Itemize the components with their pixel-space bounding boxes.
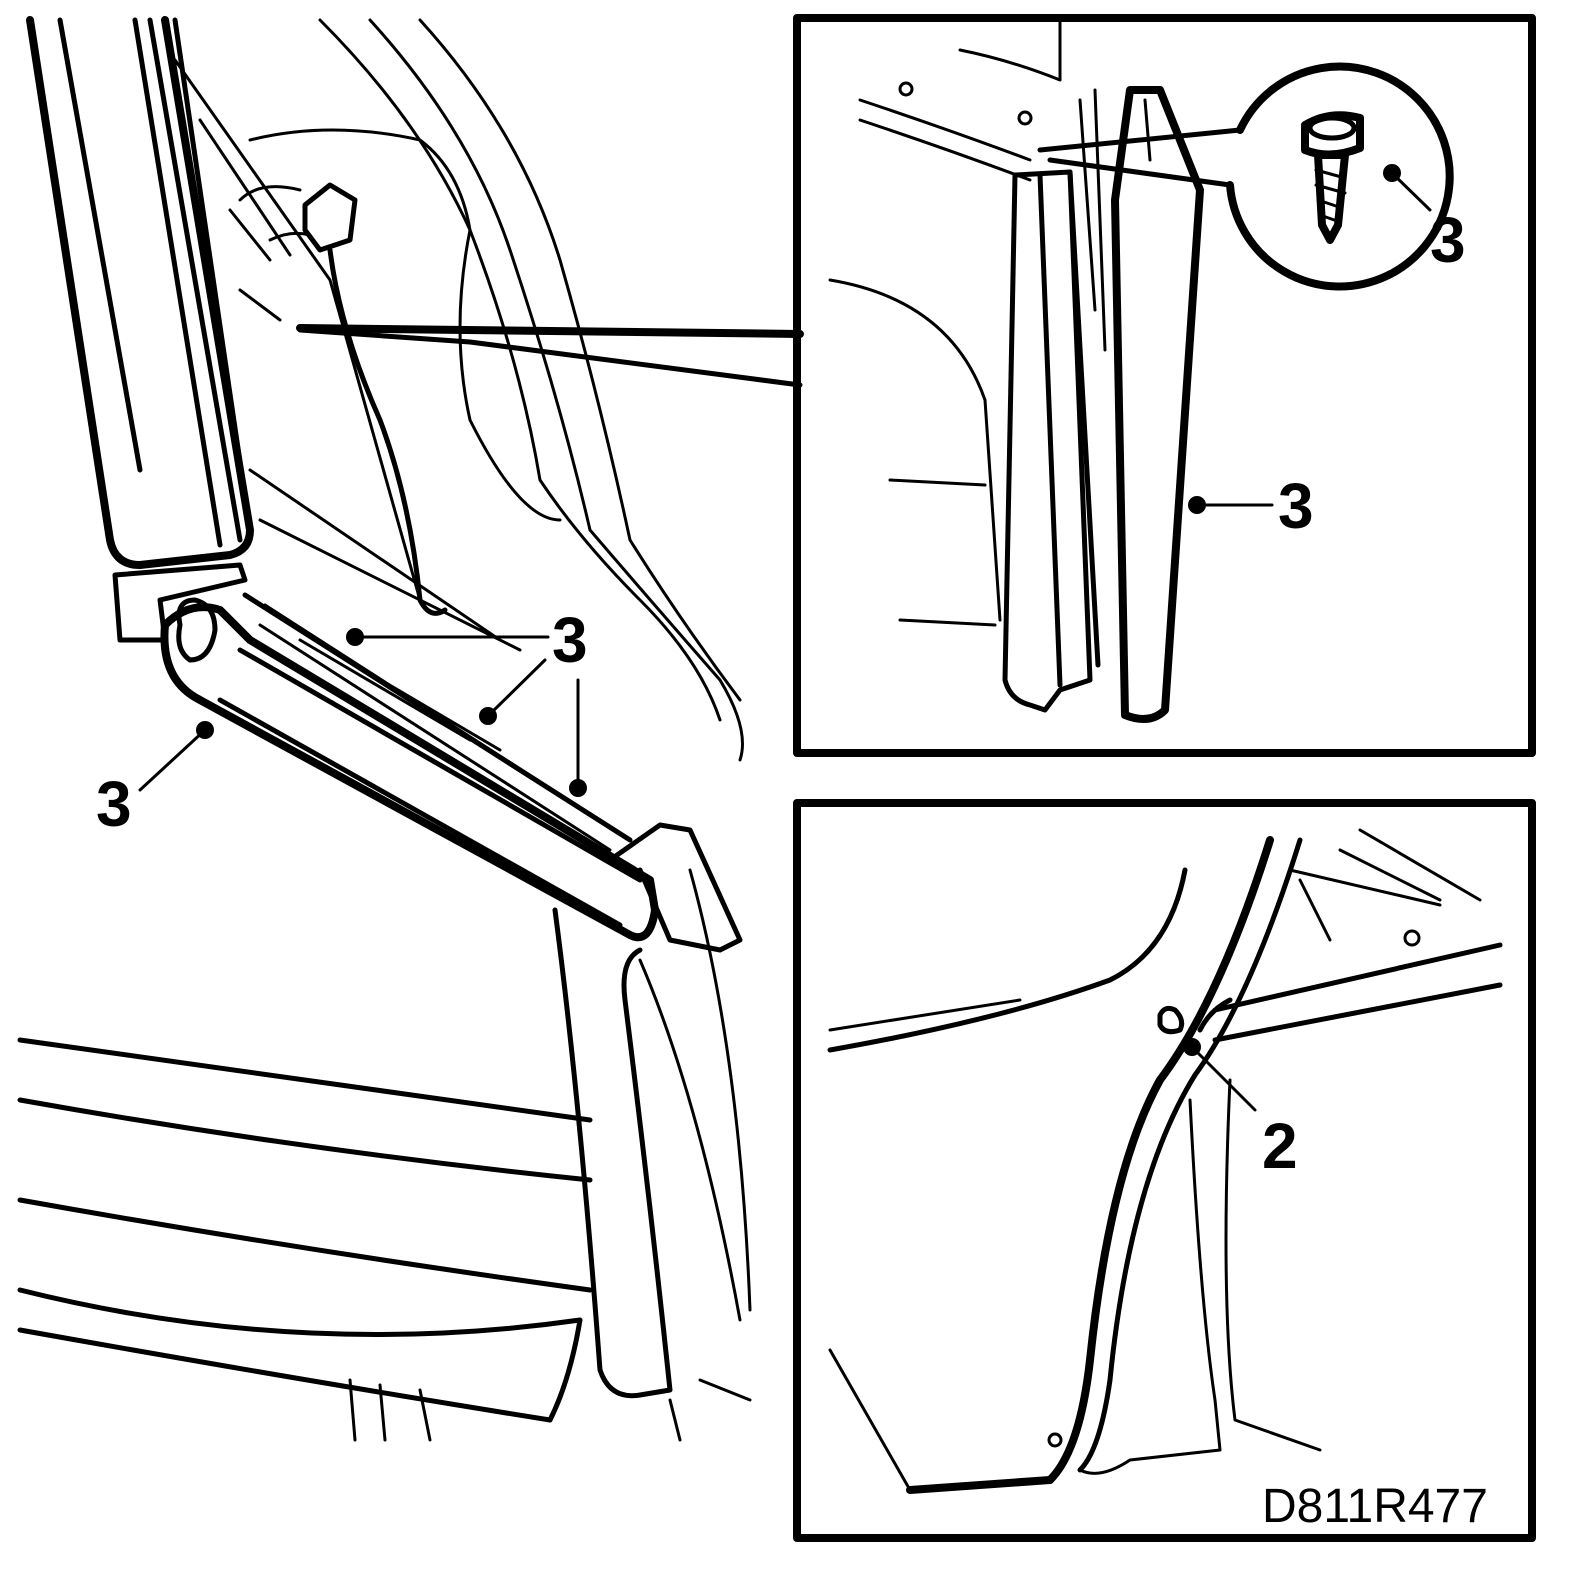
harness-bracket	[238, 185, 312, 242]
inset-top-leader	[1037, 127, 1243, 188]
inset-top-trim-piece	[1002, 169, 1093, 713]
harness-connector	[302, 182, 358, 253]
door-panel-line-1	[17, 1037, 593, 1123]
inset-bottom-pillar-seal	[906, 836, 1274, 1494]
door-panel-line-3	[17, 1197, 593, 1293]
inset-bottom-crossbar	[1197, 942, 1503, 1043]
opening-curve-2	[368, 18, 744, 762]
screw-detail-circle	[1226, 62, 1454, 291]
main-view: 3 3	[17, 16, 804, 1442]
opening-curve	[318, 18, 722, 722]
inset-bottom: 2 D811R477	[793, 799, 1536, 1542]
b-pillar	[552, 907, 673, 1399]
window-glass-lines	[173, 58, 522, 652]
hole	[898, 81, 914, 97]
door-panel-line-5	[17, 1327, 553, 1423]
screw-icon	[1301, 111, 1364, 244]
rail-end-block	[112, 562, 248, 643]
callout-3-rail-left: 3	[96, 768, 132, 840]
inner-arc	[248, 128, 562, 522]
callout-3-inset-top-screw: 3	[1430, 204, 1466, 276]
opening-curve-3	[418, 18, 742, 702]
inset-bottom-lower-panel	[828, 1078, 1322, 1492]
trim-rail-outer	[160, 603, 659, 942]
b-pillar-inner	[638, 868, 752, 1322]
rail-end-clip	[176, 597, 218, 663]
harness-wire	[327, 247, 448, 616]
inset-top-strip	[1111, 86, 1204, 723]
rail-mid-lines	[258, 603, 617, 852]
door-panel-line-2	[17, 1097, 593, 1183]
callout-2-inset-bottom: 2	[1262, 1110, 1298, 1182]
hole	[1017, 110, 1033, 126]
leader-wedge	[296, 324, 804, 338]
inset-top-strip-lines	[1078, 88, 1152, 352]
callout-3-rail-center: 3	[552, 604, 588, 676]
callout-leader	[1190, 1045, 1257, 1112]
leader-to-inset-top	[297, 327, 803, 388]
callout-leader	[1390, 171, 1432, 212]
rail-end-bracket	[607, 822, 743, 953]
door-panel-line-6	[348, 1378, 752, 1442]
door-panel-line-4	[17, 1287, 583, 1423]
inset-bottom-clip	[1157, 1005, 1185, 1035]
inset-bottom-roof-curve	[827, 867, 1188, 1053]
callout-leader	[138, 635, 580, 792]
inset-bottom-pillar-seal-inner	[1077, 837, 1303, 1473]
hole	[1047, 1432, 1063, 1448]
inset-top-body-curve	[828, 278, 1002, 627]
inset-bottom-line	[828, 998, 1022, 1032]
inset-top-roof-lines	[858, 18, 1062, 182]
inset-top: 3 3	[793, 14, 1536, 757]
hole	[1403, 929, 1421, 947]
callout-3-inset-top-strip: 3	[1278, 470, 1314, 542]
inset-bottom-frame-lines	[1288, 828, 1482, 942]
window-frame-inner	[57, 17, 253, 548]
inset-top-frame	[793, 14, 1536, 757]
window-frame-outer	[26, 16, 254, 569]
inset-top-trim-piece-inner	[1037, 169, 1101, 688]
figure-reference-code: D811R477	[1262, 1480, 1488, 1533]
inset-bottom-frame	[793, 799, 1536, 1542]
